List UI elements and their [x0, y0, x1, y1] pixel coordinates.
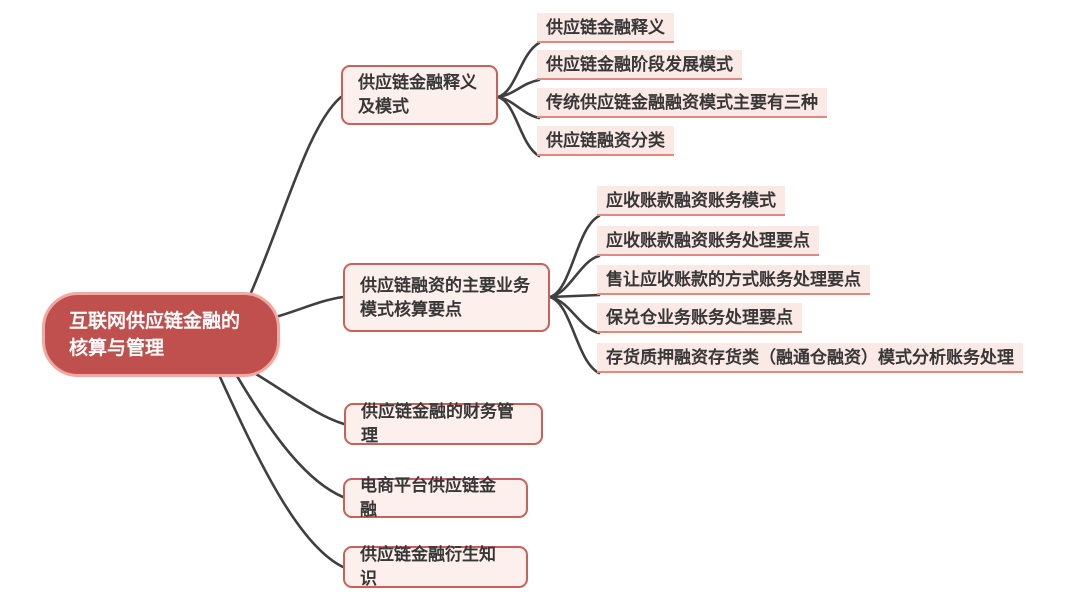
leaf-node[interactable]: 供应链金融阶段发展模式 — [537, 50, 742, 80]
edge-b2-leaf5 — [548, 295, 601, 375]
leaf-node[interactable]: 保兑仓业务账务处理要点 — [597, 303, 802, 333]
branch-node-label: 供应链金融释义及模式 — [358, 73, 477, 116]
root-node[interactable]: 互联网供应链金融的核算与管理 — [42, 292, 280, 377]
leaf-node[interactable]: 供应链融资分类 — [537, 126, 674, 156]
leaf-node[interactable]: 存货质押融资存货类（融通仓融资）模式分析账务处理 — [597, 343, 1023, 373]
branch-node-label: 供应链金融衍生知识 — [360, 545, 496, 588]
branch-node-label: 电商平台供应链金融 — [360, 476, 496, 519]
edge-root-branch1 — [248, 95, 343, 297]
branch-node-definition-and-models[interactable]: 供应链金融释义及模式 — [341, 65, 498, 125]
leaf-node[interactable]: 供应链金融释义 — [537, 13, 674, 43]
leaf-node[interactable]: 应收账款融资账务处理要点 — [597, 226, 819, 256]
edge-root-branch3 — [254, 372, 346, 426]
edge-b1-leaf2 — [496, 78, 541, 99]
edge-root-branch5 — [218, 375, 345, 569]
branch-node-ecommerce-platform[interactable]: 电商平台供应链金融 — [343, 476, 528, 519]
edge-b2-leaf3 — [548, 293, 601, 299]
branch-node-business-model-accounting[interactable]: 供应链融资的主要业务模式核算要点 — [343, 263, 550, 332]
leaf-node[interactable]: 传统供应链金融融资模式主要有三种 — [537, 88, 827, 118]
edge-b2-leaf2 — [548, 254, 601, 299]
edge-b1-leaf4 — [496, 95, 541, 158]
edge-root-branch4 — [235, 374, 345, 499]
branch-node-financial-management[interactable]: 供应链金融的财务管理 — [344, 402, 543, 445]
leaf-node[interactable]: 应收账款融资账务模式 — [597, 186, 785, 216]
root-node-label: 互联网供应链金融的核算与管理 — [69, 310, 241, 359]
edge-root-branch2 — [277, 295, 345, 318]
leaf-node[interactable]: 售让应收账款的方式账务处理要点 — [597, 265, 870, 295]
branch-node-label: 供应链金融的财务管理 — [361, 402, 514, 445]
edge-b2-leaf1 — [548, 214, 601, 299]
branch-node-label: 供应链融资的主要业务模式核算要点 — [360, 275, 530, 319]
branch-node-derived-knowledge[interactable]: 供应链金融衍生知识 — [343, 545, 528, 588]
edge-b1-leaf1 — [496, 41, 541, 99]
